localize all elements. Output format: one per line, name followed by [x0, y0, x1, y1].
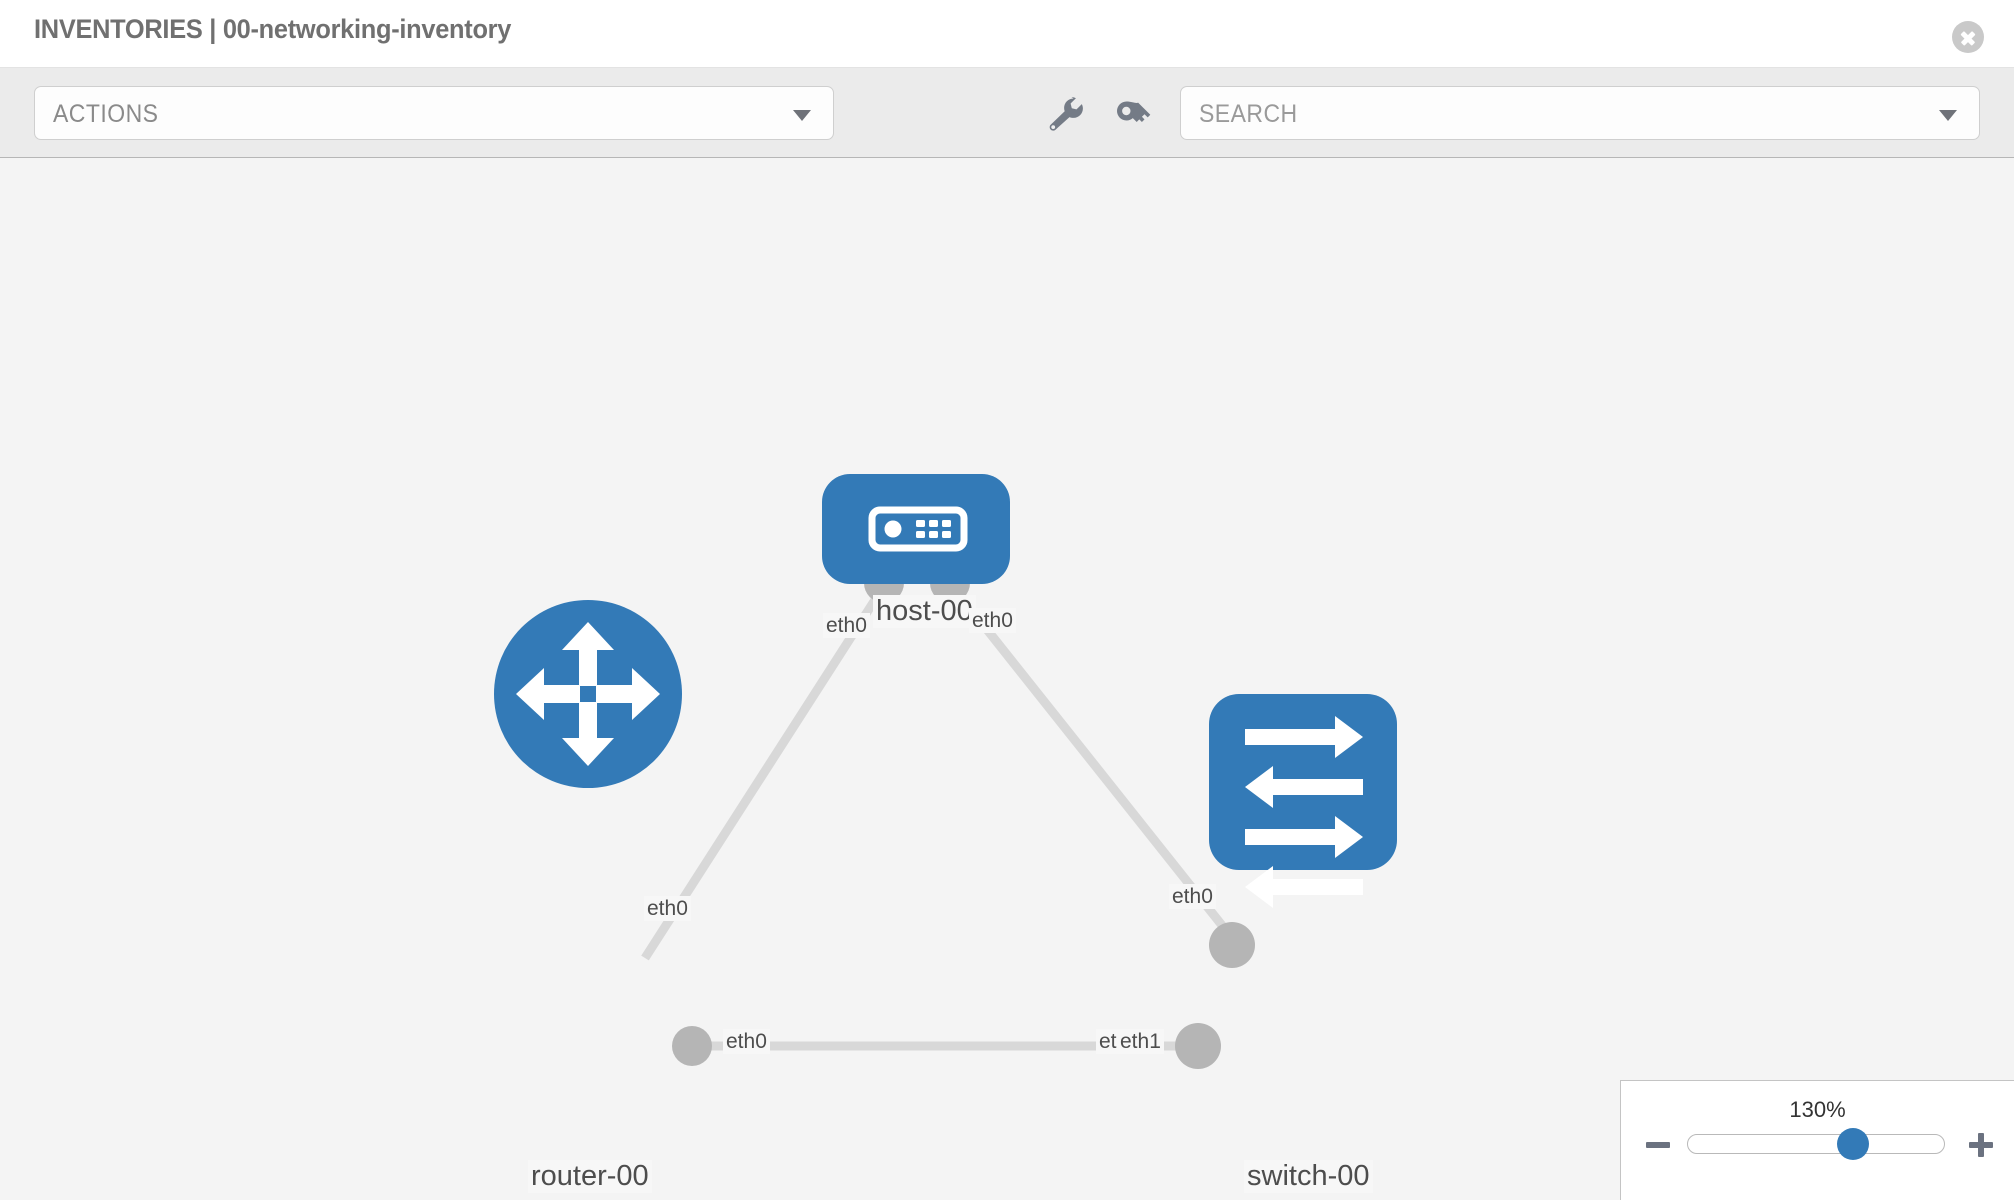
zoom-slider-track[interactable]: [1687, 1134, 1945, 1154]
node-router-00[interactable]: [494, 600, 682, 788]
chevron-down-icon: [793, 110, 811, 121]
connector-switch-top[interactable]: [1209, 922, 1255, 968]
actions-dropdown-label: ACTIONS: [53, 100, 159, 128]
node-switch-00[interactable]: [1209, 694, 1397, 908]
iface-label-host-left: eth0: [823, 613, 870, 638]
search-placeholder: SEARCH: [1199, 100, 1298, 128]
connector-router-right[interactable]: [672, 1026, 712, 1066]
zoom-level-label: 130%: [1789, 1097, 1846, 1122]
search-input[interactable]: SEARCH: [1180, 86, 1980, 140]
zoom-control-panel: 130%: [1620, 1080, 2014, 1200]
iface-label-router-eth0: eth0: [723, 1029, 770, 1054]
wrench-icon[interactable]: [1042, 92, 1086, 136]
chevron-down-icon[interactable]: [1939, 110, 1957, 121]
toolbar: ACTIONS SEARCH: [0, 68, 2014, 158]
node-label-switch-00: switch-00: [1244, 1160, 1373, 1193]
iface-label-host-right: eth0: [969, 608, 1016, 633]
iface-label-switch-uplink: eth0: [1169, 884, 1216, 909]
topology-graph: [494, 474, 1397, 1069]
topology-canvas[interactable]: host-00 router-00 switch-00 eth0 eth0 et…: [0, 158, 2014, 1200]
zoom-out-button[interactable]: [1643, 1129, 1673, 1159]
zoom-in-button[interactable]: [1966, 1129, 1996, 1159]
node-label-router-00: router-00: [528, 1160, 652, 1193]
page-title: INVENTORIES | 00-networking-inventory: [34, 14, 512, 44]
actions-dropdown[interactable]: ACTIONS: [34, 86, 834, 140]
zoom-slider-thumb[interactable]: [1837, 1128, 1869, 1160]
iface-label-router-uplink: eth0: [644, 896, 691, 921]
page-header: INVENTORIES | 00-networking-inventory: [0, 0, 2014, 68]
node-label-host-00: host-00: [873, 595, 976, 628]
link-host-router[interactable]: [641, 575, 893, 961]
connector-switch-left[interactable]: [1175, 1023, 1221, 1069]
node-host-00[interactable]: [822, 474, 1010, 584]
iface-label-switch-eth1: eth1: [1117, 1029, 1164, 1054]
key-icon[interactable]: [1110, 92, 1154, 136]
close-icon[interactable]: [1952, 21, 1984, 53]
